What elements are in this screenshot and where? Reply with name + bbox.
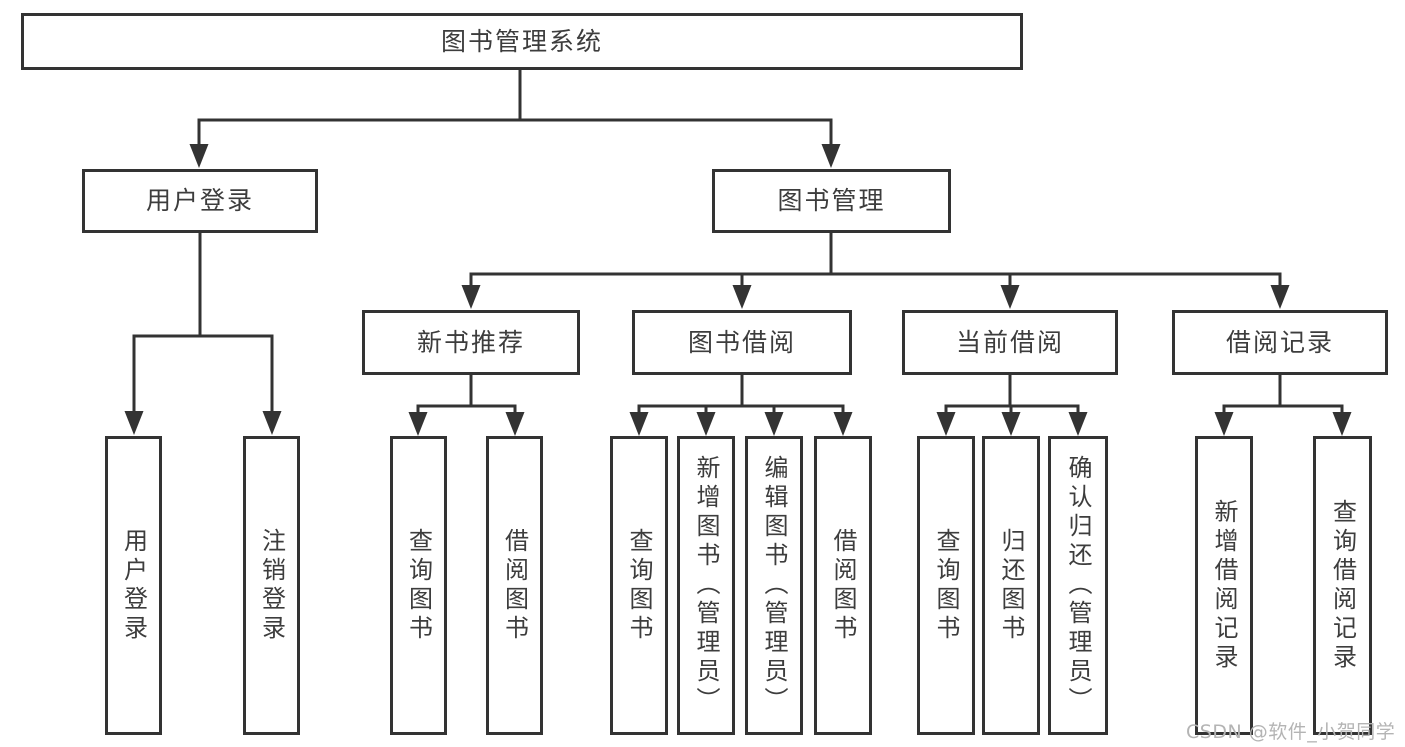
arrowhead-down-icon — [505, 412, 525, 436]
leaf-return-books-label: 归还图书 — [997, 527, 1025, 644]
arrowhead-down-icon — [1214, 412, 1234, 436]
leaf-query-books-current-label: 查询图书 — [932, 527, 960, 644]
leaf-add-books-admin-label: 新增图书（管理员） — [692, 455, 720, 716]
arrowhead-down-icon — [189, 144, 209, 168]
node-book-borrow-label: 图书借阅 — [687, 327, 796, 357]
arrowhead-down-icon — [936, 412, 956, 436]
connector-root-to-level2 — [189, 67, 841, 168]
leaf-query-books-recommend: 查询图书 — [390, 436, 447, 735]
leaf-edit-books-admin: 编辑图书（管理员） — [745, 436, 803, 735]
leaf-query-books-borrow-label: 查询图书 — [625, 527, 653, 644]
leaf-confirm-return-admin-label: 确认归还（管理员） — [1064, 455, 1092, 716]
arrowhead-down-icon — [764, 412, 784, 436]
connector-book-borrow-to-leaves — [629, 374, 853, 436]
node-current-borrow-label: 当前借阅 — [955, 327, 1064, 357]
node-library-management-system-label: 图书管理系统 — [440, 26, 603, 56]
leaf-borrow-books-recommend-label: 借阅图书 — [500, 527, 529, 644]
leaf-query-books-borrow: 查询图书 — [610, 436, 668, 735]
arrowhead-down-icon — [408, 412, 428, 436]
leaf-query-borrow-record-label: 查询借阅记录 — [1328, 498, 1357, 673]
leaf-query-books-recommend-label: 查询图书 — [404, 527, 433, 644]
arrowhead-down-icon — [1270, 285, 1290, 309]
connector-borrow-records-to-leaves — [1214, 374, 1352, 436]
arrowhead-down-icon — [732, 285, 752, 309]
node-book-management: 图书管理 — [712, 169, 951, 233]
arrowhead-down-icon — [1000, 285, 1020, 309]
connector-book-management-to-level3 — [461, 232, 1290, 309]
arrowhead-down-icon — [833, 412, 853, 436]
leaf-add-borrow-record-label: 新增借阅记录 — [1210, 498, 1238, 673]
leaf-edit-books-admin-label: 编辑图书（管理员） — [760, 455, 788, 716]
node-new-book-recommend-label: 新书推荐 — [416, 327, 525, 357]
node-new-book-recommend: 新书推荐 — [362, 310, 580, 375]
leaf-borrow-books-recommend: 借阅图书 — [486, 436, 543, 735]
leaf-add-borrow-record: 新增借阅记录 — [1195, 436, 1253, 735]
arrowhead-down-icon — [821, 144, 841, 168]
leaf-return-books: 归还图书 — [982, 436, 1040, 735]
node-user-login-label: 用户登录 — [145, 186, 254, 216]
leaf-add-books-admin: 新增图书（管理员） — [677, 436, 735, 735]
watermark: CSDN @软件_小贺同学 — [1186, 721, 1396, 743]
node-user-login: 用户登录 — [82, 169, 318, 233]
leaf-borrow-books-borrow: 借阅图书 — [814, 436, 872, 735]
leaf-query-borrow-record: 查询借阅记录 — [1313, 436, 1372, 735]
leaf-logout-login: 注销登录 — [243, 436, 300, 735]
node-borrow-records-label: 借阅记录 — [1225, 327, 1334, 357]
connector-user-login-to-leaves — [124, 232, 282, 435]
leaf-borrow-books-borrow-label: 借阅图书 — [829, 527, 857, 644]
arrowhead-down-icon — [629, 412, 649, 436]
leaf-confirm-return-admin: 确认归还（管理员） — [1048, 436, 1108, 735]
arrowhead-down-icon — [262, 411, 282, 435]
node-book-management-label: 图书管理 — [777, 186, 886, 216]
leaf-logout-login-label: 注销登录 — [257, 527, 286, 644]
node-current-borrow: 当前借阅 — [902, 310, 1118, 375]
node-book-borrow: 图书借阅 — [632, 310, 852, 375]
arrowhead-down-icon — [1332, 412, 1352, 436]
arrowhead-down-icon — [124, 411, 144, 435]
leaf-user-login-label: 用户登录 — [119, 527, 148, 644]
arrowhead-down-icon — [696, 412, 716, 436]
node-library-management-system: 图书管理系统 — [21, 13, 1023, 70]
node-borrow-records: 借阅记录 — [1172, 310, 1388, 375]
leaf-user-login: 用户登录 — [105, 436, 162, 735]
arrowhead-down-icon — [461, 285, 481, 309]
connector-new-book-recommend-to-leaves — [408, 374, 525, 436]
leaf-query-books-current: 查询图书 — [917, 436, 975, 735]
arrowhead-down-icon — [1068, 412, 1088, 436]
arrowhead-down-icon — [1001, 412, 1021, 436]
connector-current-borrow-to-leaves — [936, 374, 1088, 436]
